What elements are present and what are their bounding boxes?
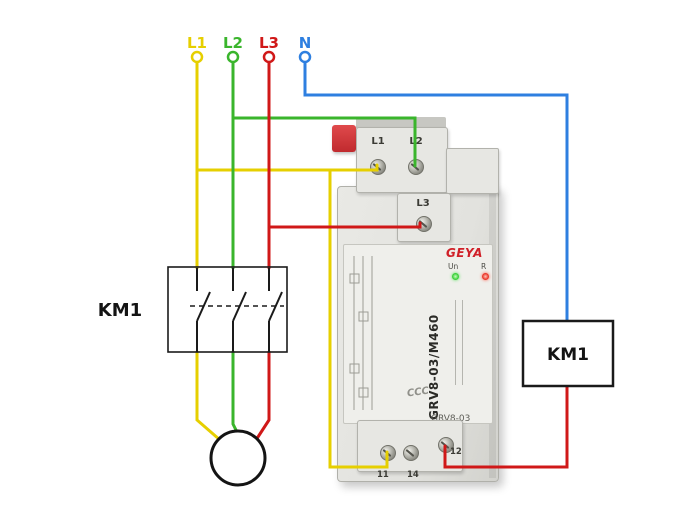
supply-terminal-n [298,50,312,64]
relay-terminal-label-l2: L2 [409,136,423,147]
brand-logo: GEYA [446,246,483,260]
wire-l1-to-motor [195,350,222,442]
led-un-green [452,273,459,280]
relay-terminal-num-14: 14 [407,470,419,480]
led-un-label: Un [448,262,459,271]
terminal-screw-14 [403,445,419,461]
phase-label-n: N [299,34,312,52]
terminal-screw-l2 [408,159,424,175]
terminal-screw-l3 [416,216,432,232]
coil-box-label: KM1 [547,345,589,365]
phase-label-l2: L2 [223,34,243,52]
phase-label-l3: L3 [259,34,279,52]
supply-terminal-l2 [226,50,240,64]
relay-terminal-num-12: 12 [450,447,462,457]
printed-schematic [348,252,380,414]
contactor-outline [167,266,288,353]
relay-top-step [446,148,499,194]
relay-red-clip [332,125,356,152]
contactor-contact-l1 [196,268,211,352]
relay-terminal-label-l3: L3 [416,198,430,209]
motor-symbol [209,429,267,487]
led-r-label: R [481,262,487,271]
fine-print-line [455,300,456,385]
wire-l2-to-motor [231,350,239,434]
led-r-red [482,273,489,280]
wire-l3-to-motor [254,350,271,442]
fine-print-line [462,300,463,385]
phase-label-l1: L1 [187,34,207,52]
supply-terminal-l1 [190,50,204,64]
contactor-label: KM1 [98,300,142,321]
relay-terminal-label-l1: L1 [371,136,385,147]
coil-box [521,319,615,388]
contactor-contact-l3 [268,268,283,352]
supply-terminal-l3 [262,50,276,64]
terminal-screw-l1 [370,159,386,175]
contactor-contact-l2 [232,268,247,352]
wire-l1-to-relay [195,163,379,172]
terminal-screw-11 [380,445,396,461]
relay-terminal-num-11: 11 [377,470,389,480]
